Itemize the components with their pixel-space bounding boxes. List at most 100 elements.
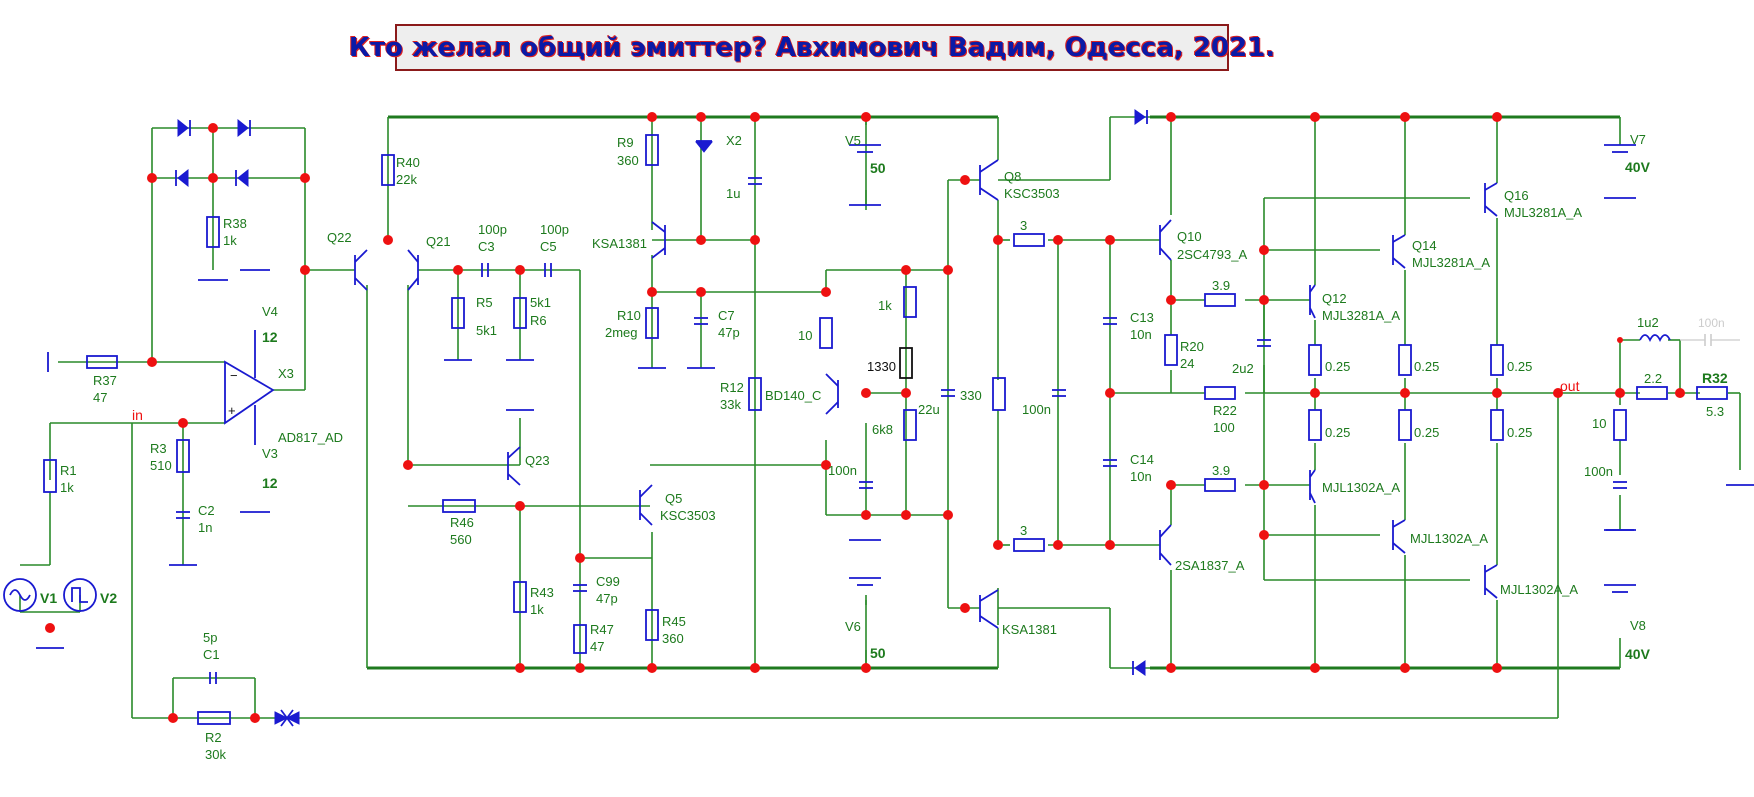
- label-c-2u2: 2u2: [1232, 361, 1254, 376]
- transistor-Q23: [507, 446, 521, 486]
- label-C14: C14: [1130, 452, 1154, 467]
- label-R20-value: 24: [1180, 356, 1194, 371]
- label-V7-value: 40V: [1625, 159, 1651, 175]
- label-X3: X3: [278, 366, 294, 381]
- label-C2-value: 1n: [198, 520, 212, 535]
- label-R6-value: 5k1: [530, 295, 551, 310]
- label-V5-value: 50: [870, 160, 886, 176]
- label-re-4: 0.25: [1414, 425, 1439, 440]
- label-R32-value: 5.3: [1706, 404, 1724, 419]
- resistors: [43, 134, 1728, 725]
- label-C13-value: 10n: [1130, 327, 1152, 342]
- transistor-Q14: [1392, 234, 1406, 269]
- label-R1-value: 1k: [60, 480, 74, 495]
- label-R10-value: 2meg: [605, 325, 638, 340]
- label-R38: R38: [223, 216, 247, 231]
- label-R43: R43: [530, 585, 554, 600]
- label-R1: R1: [60, 463, 77, 478]
- sources: [3, 144, 1636, 612]
- transistor-Q12: [1309, 284, 1316, 319]
- label-R3: R3: [150, 441, 167, 456]
- label-V3: V3: [262, 446, 278, 461]
- label-r-3a: 3: [1020, 218, 1027, 233]
- label-V8-value: 40V: [1625, 646, 1651, 662]
- transistor-M3: [1484, 564, 1498, 599]
- label-zobel-c: 100n: [1584, 464, 1613, 479]
- label-R40-value: 22k: [396, 172, 417, 187]
- label-r-10: 10: [798, 328, 812, 343]
- diodes: [175, 109, 1148, 676]
- label-R2-value: 30k: [205, 747, 226, 762]
- label-C5-value: 100p: [540, 222, 569, 237]
- capacitors: [176, 177, 1740, 684]
- label-r-3b: 3: [1020, 523, 1027, 538]
- label-L: 1u2: [1637, 315, 1659, 330]
- label-R43-value: 1k: [530, 602, 544, 617]
- label-Q8: Q8: [1004, 169, 1021, 184]
- label-R37-value: 47: [93, 390, 107, 405]
- label-c-22u: 22u: [918, 402, 940, 417]
- junctions: [45, 112, 1685, 723]
- label-V4: V4: [262, 304, 278, 319]
- transistor-KSA1381b: [979, 589, 999, 629]
- label-Q16-value: MJL3281A_A: [1504, 205, 1582, 220]
- label-C7-value: 47p: [718, 325, 740, 340]
- label-re-6: 0.25: [1507, 425, 1532, 440]
- schematic-title-box: Кто желал общий эмиттер? Авхимович Вадим…: [349, 24, 1275, 71]
- label-R47-value: 47: [590, 639, 604, 654]
- transistor-Q8: [979, 159, 999, 201]
- label-KSA1381-a: KSA1381: [592, 236, 647, 251]
- label-Q5-value: KSC3503: [660, 508, 716, 523]
- label-R32: R32: [1702, 370, 1728, 386]
- transistor-M1: [1309, 469, 1316, 504]
- label-Q5: Q5: [665, 491, 682, 506]
- opamp-X3: − +: [224, 330, 275, 445]
- label-R22-value: 100: [1213, 420, 1235, 435]
- label-V6: V6: [845, 619, 861, 634]
- label-V2: V2: [100, 590, 117, 606]
- label-C-1u: 1u: [726, 186, 740, 201]
- label-r-330: 330: [960, 388, 982, 403]
- label-r-3.9b: 3.9: [1212, 463, 1230, 478]
- wires: [19, 117, 1741, 719]
- label-R38-value: 1k: [223, 233, 237, 248]
- label-c-100n: 100n: [828, 463, 857, 478]
- label-r-1k: 1k: [878, 298, 892, 313]
- label-r-6k8: 6k8: [872, 422, 893, 437]
- net-label-out: out: [1560, 378, 1580, 394]
- label-re-2: 0.25: [1325, 425, 1350, 440]
- label-C5: C5: [540, 239, 557, 254]
- transistor-BD140: [825, 373, 839, 415]
- label-c-100n-b: 100n: [1022, 402, 1051, 417]
- label-C99-value: 47p: [596, 591, 618, 606]
- probe-marker: [274, 709, 300, 727]
- label-r-3.9a: 3.9: [1212, 278, 1230, 293]
- label-Q21: Q21: [426, 234, 451, 249]
- label-Q23: Q23: [525, 453, 550, 468]
- label-R3-value: 510: [150, 458, 172, 473]
- label-Q22: Q22: [327, 230, 352, 245]
- label-R47: R47: [590, 622, 614, 637]
- label-Lc: 100n: [1698, 316, 1725, 330]
- label-C99: C99: [596, 574, 620, 589]
- label-V7: V7: [1630, 132, 1646, 147]
- label-BD140: BD140_C: [765, 388, 821, 403]
- transistor-Q21: [407, 249, 419, 291]
- label-V1: V1: [40, 590, 57, 606]
- grounds: [36, 197, 1754, 649]
- rails: [367, 115, 1620, 670]
- transistor-KSA1381a: [651, 221, 666, 259]
- label-re-5: 0.25: [1507, 359, 1532, 374]
- label-V6-value: 50: [870, 645, 886, 661]
- label-C13: C13: [1130, 310, 1154, 325]
- net-label-in: in: [132, 407, 143, 423]
- label-V5: V5: [845, 133, 861, 148]
- transistor-M2: [1392, 519, 1406, 554]
- label-C3-value: 100p: [478, 222, 507, 237]
- label-Q14-value: MJL3281A_A: [1412, 255, 1490, 270]
- label-Q10-value: 2SC4793_A: [1177, 247, 1247, 262]
- transistor-Q22: [354, 249, 368, 291]
- svg-text:−: −: [230, 368, 238, 383]
- transistor-Q16: [1484, 182, 1498, 217]
